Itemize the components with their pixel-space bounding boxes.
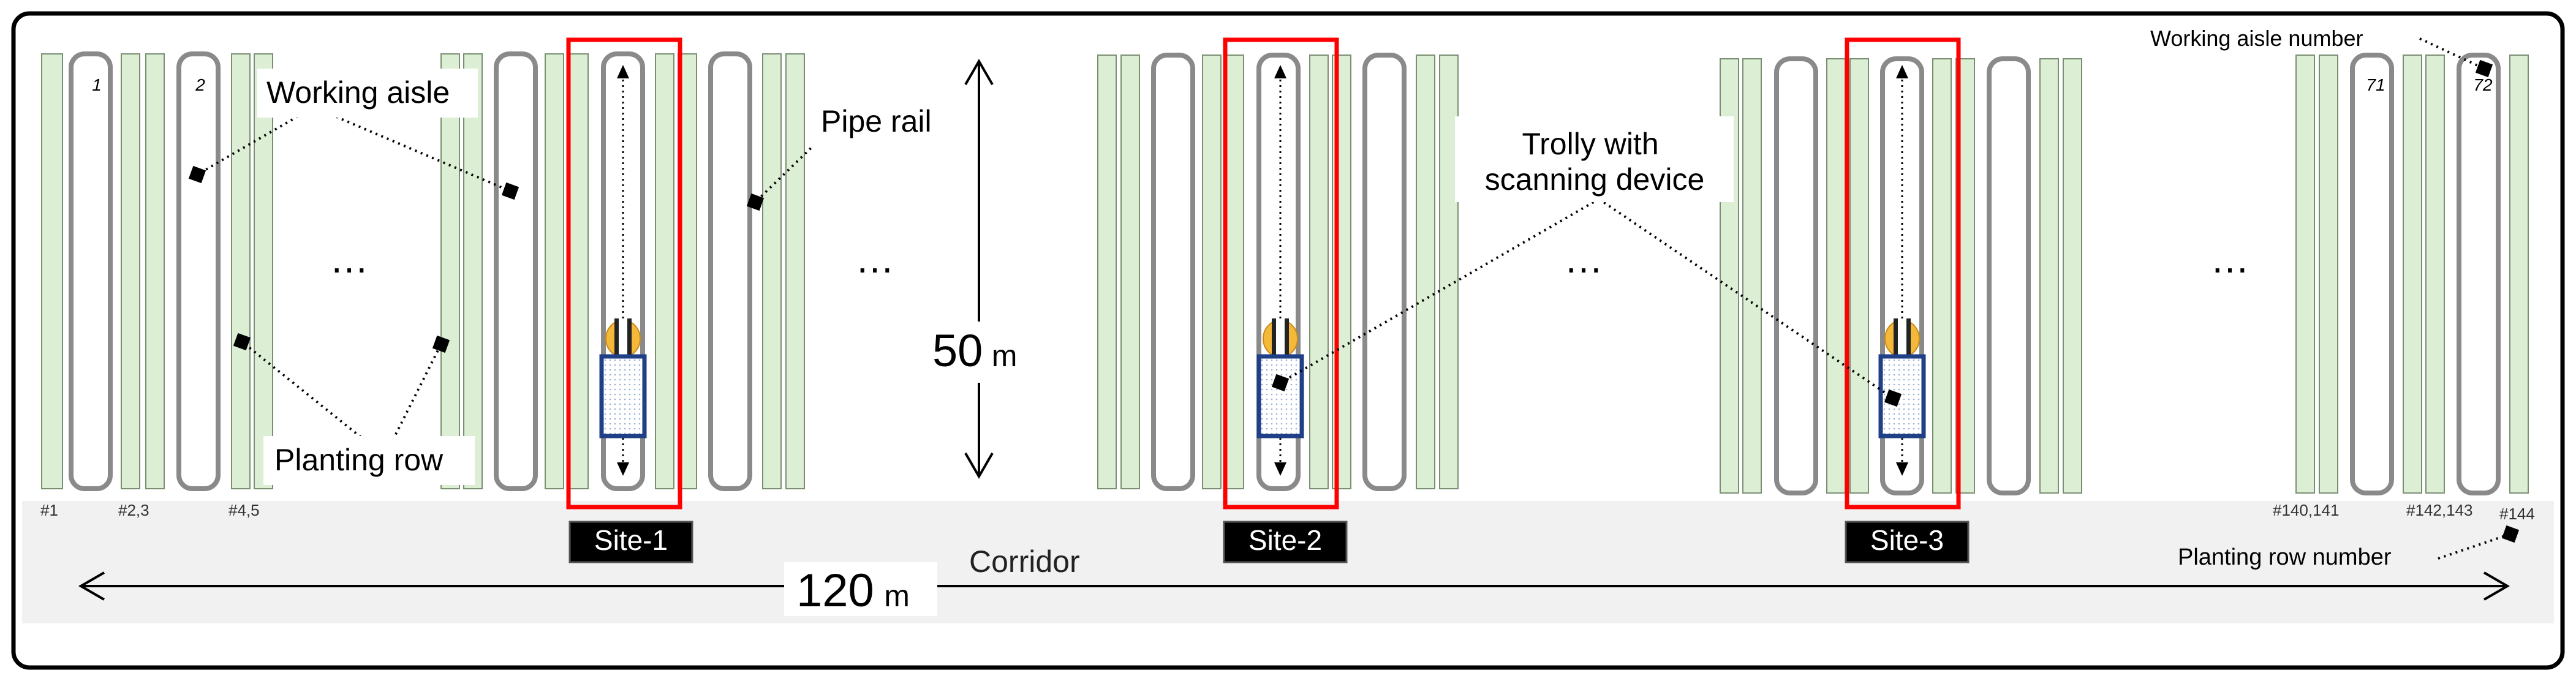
planting-row	[762, 53, 782, 489]
callout-planting-row-number: Planting row number	[2178, 544, 2392, 570]
height-dimension-label: 50 m	[932, 325, 1017, 376]
scan-arrow-up	[1896, 65, 1908, 78]
site-label-2: Site-2	[1223, 521, 1348, 563]
corridor-label: Corridor	[969, 544, 1080, 579]
pipe-rail	[176, 51, 221, 491]
planting-row	[569, 53, 589, 489]
width-dimension-label-bg	[784, 562, 937, 616]
callout-working-aisle: Working aisle	[266, 75, 450, 110]
callout-trolley: Trolly with scanning device	[1485, 127, 1705, 197]
ellipsis-2: …	[855, 237, 894, 281]
planting-row	[2039, 58, 2059, 494]
planting-row	[785, 53, 805, 489]
scan-arrow-down	[617, 462, 629, 476]
pipe-rail	[494, 51, 538, 491]
trolley-body	[599, 354, 647, 438]
aisle-number-72: 72	[2473, 75, 2493, 94]
site-frame	[1845, 37, 1961, 510]
scanner-stripe	[619, 318, 627, 358]
pipe-rail	[69, 51, 113, 491]
planting-row	[1309, 55, 1329, 489]
site-frame	[1223, 37, 1339, 510]
scan-arrow-up	[1274, 65, 1286, 78]
row-number: #142,143	[2406, 501, 2472, 519]
callout-markers	[188, 59, 2520, 543]
callout-planting-row: Planting row	[274, 443, 444, 477]
planting-row	[1225, 55, 1244, 489]
planting-row	[1416, 55, 1435, 489]
planting-row	[2063, 58, 2082, 494]
site-frame	[566, 37, 682, 510]
planting-row	[1932, 58, 1952, 494]
site-label-3: Site-3	[1845, 521, 1970, 563]
ellipsis-3: …	[1564, 237, 1603, 281]
site-label-1: Site-1	[568, 521, 693, 563]
planting-row	[655, 53, 674, 489]
svg-text:Site-3: Site-3	[1870, 524, 1944, 556]
pipe-rail	[2457, 53, 2501, 495]
planting-row	[1202, 55, 1222, 489]
callout-working-aisle-number: Working aisle number	[2150, 26, 2363, 51]
planting-row	[440, 53, 460, 489]
trolley-body	[1256, 354, 1304, 438]
scan-arrow-down	[1896, 462, 1908, 476]
planting-row	[2319, 55, 2338, 494]
planting-row	[2509, 55, 2529, 494]
planting-row	[2403, 55, 2422, 494]
aisle-number-71: 71	[2366, 75, 2385, 94]
svg-text:Site-1: Site-1	[594, 524, 668, 556]
row-number: #2,3	[118, 501, 149, 519]
pipe-rail	[1987, 56, 2031, 495]
planting-row	[254, 53, 273, 489]
height-dimension-arrow	[964, 59, 994, 479]
aisle-number-2: 2	[195, 75, 205, 94]
pipe-rail	[1774, 56, 1818, 495]
aisle-number-1: 1	[92, 75, 102, 94]
scan-arrow-up	[617, 65, 629, 78]
scan-arrow-down	[1274, 462, 1286, 476]
pipe-rail	[1151, 53, 1195, 491]
scanner-stripe	[1276, 318, 1285, 358]
planting-row	[1120, 55, 1140, 489]
callout-leaders	[196, 37, 2511, 560]
pipe-rail	[1362, 53, 1407, 491]
planting-row	[463, 53, 483, 489]
width-dimension-label: 120 m	[796, 565, 910, 617]
pipe-rail	[2350, 53, 2394, 495]
row-number: #140,141	[2273, 501, 2339, 519]
scanner-stripe	[1898, 318, 1906, 358]
ellipsis-4: …	[2210, 237, 2249, 281]
pipe-rail	[708, 51, 752, 491]
ellipsis-1: …	[330, 237, 369, 281]
svg-text:Site-2: Site-2	[1248, 524, 1322, 556]
height-dimension-label-bg	[928, 322, 1038, 383]
planting-row	[1826, 58, 1846, 494]
callout-pipe-rail: Pipe rail	[821, 104, 932, 138]
planting-row	[145, 53, 165, 489]
row-number: #144	[2499, 505, 2535, 523]
planting-row	[1742, 58, 1762, 494]
planting-row	[1097, 55, 1117, 489]
row-number: #1	[40, 501, 58, 519]
planting-row	[545, 53, 564, 489]
planting-row	[121, 53, 140, 489]
row-number: #4,5	[229, 501, 260, 519]
planting-row	[2425, 55, 2445, 494]
planting-row	[1849, 58, 1869, 494]
planting-row	[41, 53, 63, 489]
width-dimension-arrow	[78, 571, 2510, 601]
planting-row	[231, 53, 251, 489]
planting-row	[2295, 55, 2315, 494]
greenhouse-structures	[41, 37, 2529, 510]
